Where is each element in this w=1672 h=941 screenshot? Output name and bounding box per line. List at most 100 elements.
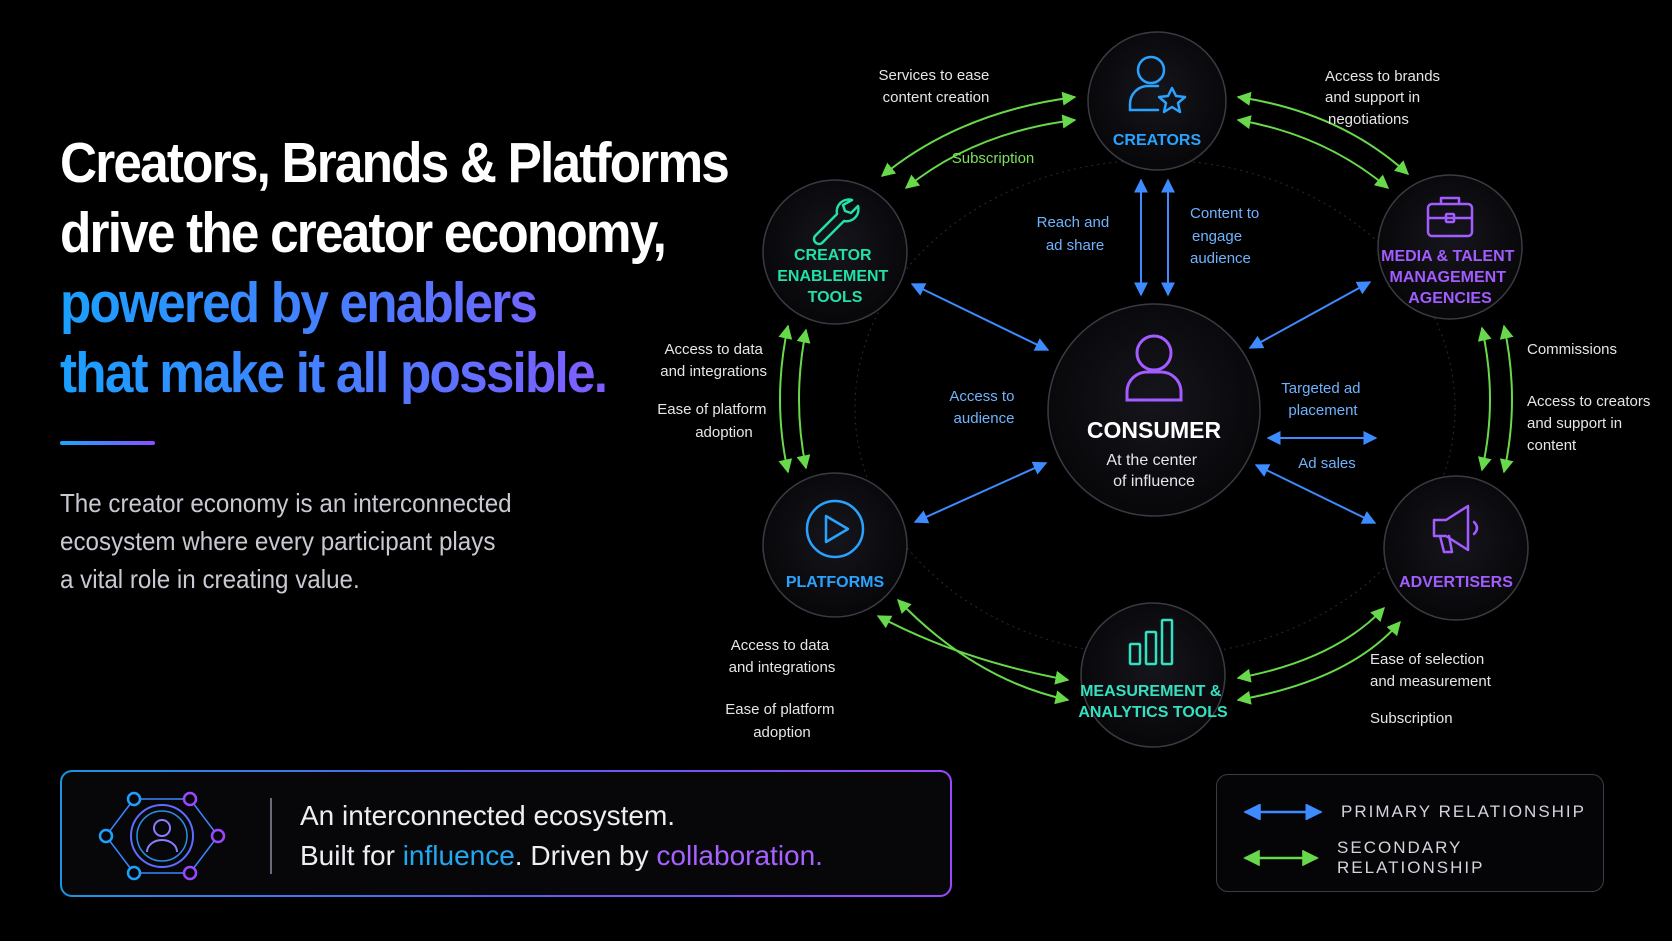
ann-targeted-line-1: Targeted ad (1281, 380, 1360, 397)
headline-line-3: powered by enablers (60, 268, 728, 338)
ann-creators-access-line-2: and support in (1527, 415, 1622, 432)
media-label-line-2: MANAGEMENT (1390, 269, 1507, 286)
arrow-measurement-advertisers-2 (1236, 620, 1401, 705)
ann-ease-bottom-line-2: adoption (753, 724, 811, 741)
svg-text:Access to creators and sup: Access to creators and support in conten… (1527, 393, 1655, 454)
ann-audience-line-1: Access to (949, 388, 1014, 405)
svg-text:At the center of influen: At the center of influence (1106, 452, 1201, 490)
arrow-measurement-advertisers-1 (1236, 606, 1385, 683)
ann-commissions: Commissions (1527, 341, 1617, 358)
svg-text:MEASUREMENT & ANALYTICS: MEASUREMENT & ANALYTICS TOOLS (1078, 683, 1228, 721)
ann-brands-line-3: negotiations (1328, 111, 1409, 128)
play-icon (805, 499, 865, 559)
ann-content-line-3: audience (1190, 250, 1251, 267)
svg-text:Targeted ad placement: Targeted ad placement (1281, 380, 1364, 419)
ann-targeted-line-2: placement (1288, 402, 1358, 419)
ann-creators-access-line-1: Access to creators (1527, 393, 1650, 410)
arrow-enablement-platforms-1 (778, 324, 793, 474)
user-star-icon (1128, 55, 1187, 114)
bar-chart-icon (1128, 618, 1174, 666)
node-media-talent-agencies[interactable]: MEDIA & TALENT MANAGEMENT AGENCIES (1377, 174, 1523, 320)
ann-subscription-top: Subscription (952, 150, 1035, 167)
ann-selection-line-1: Ease of selection (1370, 651, 1484, 668)
subtitle-line-2: ecosystem where every participant plays (60, 526, 496, 556)
tagline-influence: influence (402, 840, 515, 871)
ann-content-line-2: engage (1192, 228, 1242, 245)
tagline-prefix: Built for (300, 840, 403, 871)
arrow-platforms-measurement-1 (876, 615, 1070, 685)
svg-text:Ease of platform adoption: Ease of platform adoption (657, 401, 770, 441)
node-advertisers[interactable]: ADVERTISERS (1383, 475, 1529, 621)
headline: Creators, Brands & Platforms drive the c… (60, 128, 730, 408)
ann-ad-sales: Ad sales (1298, 455, 1356, 472)
svg-text:CREATOR ENABLEMENT: CREATOR ENABLEMENT TOOLS (777, 247, 893, 306)
arrow-consumer-advertisers (1254, 464, 1377, 524)
node-measurement-analytics-tools[interactable]: MEASUREMENT & ANALYTICS TOOLS (1078, 602, 1228, 748)
tagline-text: An interconnected ecosystem. Built for i… (300, 796, 823, 876)
ann-data-bottom-line-2: and integrations (729, 659, 836, 676)
ann-audience-line-2: audience (954, 410, 1015, 427)
ann-services-line-2: content creation (883, 89, 990, 106)
media-label-line-1: MEDIA & TALENT (1381, 248, 1515, 265)
media-label-line-3: AGENCIES (1408, 290, 1492, 307)
node-creator-enablement-tools[interactable]: CREATOR ENABLEMENT TOOLS (762, 179, 908, 325)
ann-data-left-line-1: Access to data (664, 341, 763, 358)
arrow-platforms-measurement-2 (897, 598, 1070, 705)
ann-services-line-1: Services to ease (878, 67, 989, 84)
ann-selection-line-2: and measurement (1370, 673, 1492, 690)
ann-brands-line-2: and support in (1325, 89, 1420, 106)
node-platforms[interactable]: PLATFORMS (762, 472, 908, 618)
subtitle: The creator economy is an interconnected… (60, 484, 512, 598)
legend-primary-label: PRIMARY RELATIONSHIP (1341, 802, 1586, 821)
node-creators[interactable]: CREATORS (1087, 31, 1227, 171)
svg-text:Access to data and integra: Access to data and integrations (660, 341, 767, 380)
enablement-label-line-2: ENABLEMENT (777, 268, 888, 285)
tagline-line-2: Built for influence. Driven by collabora… (300, 836, 823, 876)
consumer-sub-line-2: of influence (1113, 473, 1195, 490)
ecosystem-diagram: CREATORS CREATOR ENABLEMENT TOOLS MEDIA … (657, 31, 1655, 748)
enablement-label-line-3: TOOLS (808, 289, 863, 306)
ann-ease-left-line-1: Ease of platform (657, 401, 766, 418)
subtitle-line-1: The creator economy is an interconnected (60, 488, 512, 518)
ann-data-bottom-line-1: Access to data (731, 637, 830, 654)
tagline-middle: . Driven by (514, 840, 657, 871)
wrench-icon (812, 198, 860, 246)
subtitle-line-3: a vital role in creating value. (60, 564, 360, 594)
ann-reach-line-2: ad share (1046, 237, 1104, 254)
user-icon (1125, 334, 1183, 402)
creators-label: CREATORS (1113, 132, 1202, 149)
tagline-box: An interconnected ecosystem. Built for i… (60, 770, 952, 897)
secondary-arrow-icon (1243, 850, 1319, 866)
ann-ease-left-line-2: adoption (695, 424, 753, 441)
enablement-label-line-1: CREATOR (794, 247, 872, 264)
tagline-line-1: An interconnected ecosystem. (300, 800, 676, 831)
headline-line-1: Creators, Brands & Platforms (60, 131, 730, 195)
ann-reach-line-1: Reach and (1037, 214, 1110, 231)
network-user-icon (98, 791, 226, 881)
svg-text:Access to audience: Access to audience (949, 388, 1018, 427)
measurement-label-line-2: ANALYTICS TOOLS (1078, 704, 1228, 721)
svg-text:Ease of selection and meas: Ease of selection and measurement (1370, 651, 1492, 690)
accent-divider (60, 441, 155, 445)
advertisers-label: ADVERTISERS (1399, 574, 1513, 591)
arrow-enablement-platforms-2 (796, 328, 811, 470)
svg-text:Access to data and integra: Access to data and integrations (729, 637, 836, 676)
legend-secondary: SECONDARY RELATIONSHIP (1241, 838, 1603, 877)
svg-text:Reach and ad share: Reach and ad share (1037, 214, 1114, 254)
ann-creators-access-line-3: content (1527, 437, 1577, 454)
tagline-collaboration: collaboration. (656, 840, 823, 871)
megaphone-icon (1432, 504, 1479, 554)
tagline-divider (270, 798, 272, 874)
headline-line-4: that make it all possible. (60, 338, 728, 408)
primary-arrows (910, 178, 1378, 524)
arrow-media-consumer (1248, 281, 1372, 349)
headline-line-2: drive the creator economy, (60, 201, 667, 265)
measurement-label-line-1: MEASUREMENT & (1080, 683, 1222, 700)
node-consumer[interactable]: CONSUMER At the center of influence (1047, 303, 1261, 517)
arrow-enablement-consumer (910, 283, 1050, 351)
legend-primary: PRIMARY RELATIONSHIP (1241, 797, 1586, 827)
legend-secondary-label: SECONDARY RELATIONSHIP (1337, 838, 1485, 877)
arrow-media-advertisers-2 (1499, 324, 1514, 474)
svg-text:Access to brands and suppo: Access to brands and support in negotiat… (1325, 68, 1444, 128)
platforms-label: PLATFORMS (786, 574, 885, 591)
